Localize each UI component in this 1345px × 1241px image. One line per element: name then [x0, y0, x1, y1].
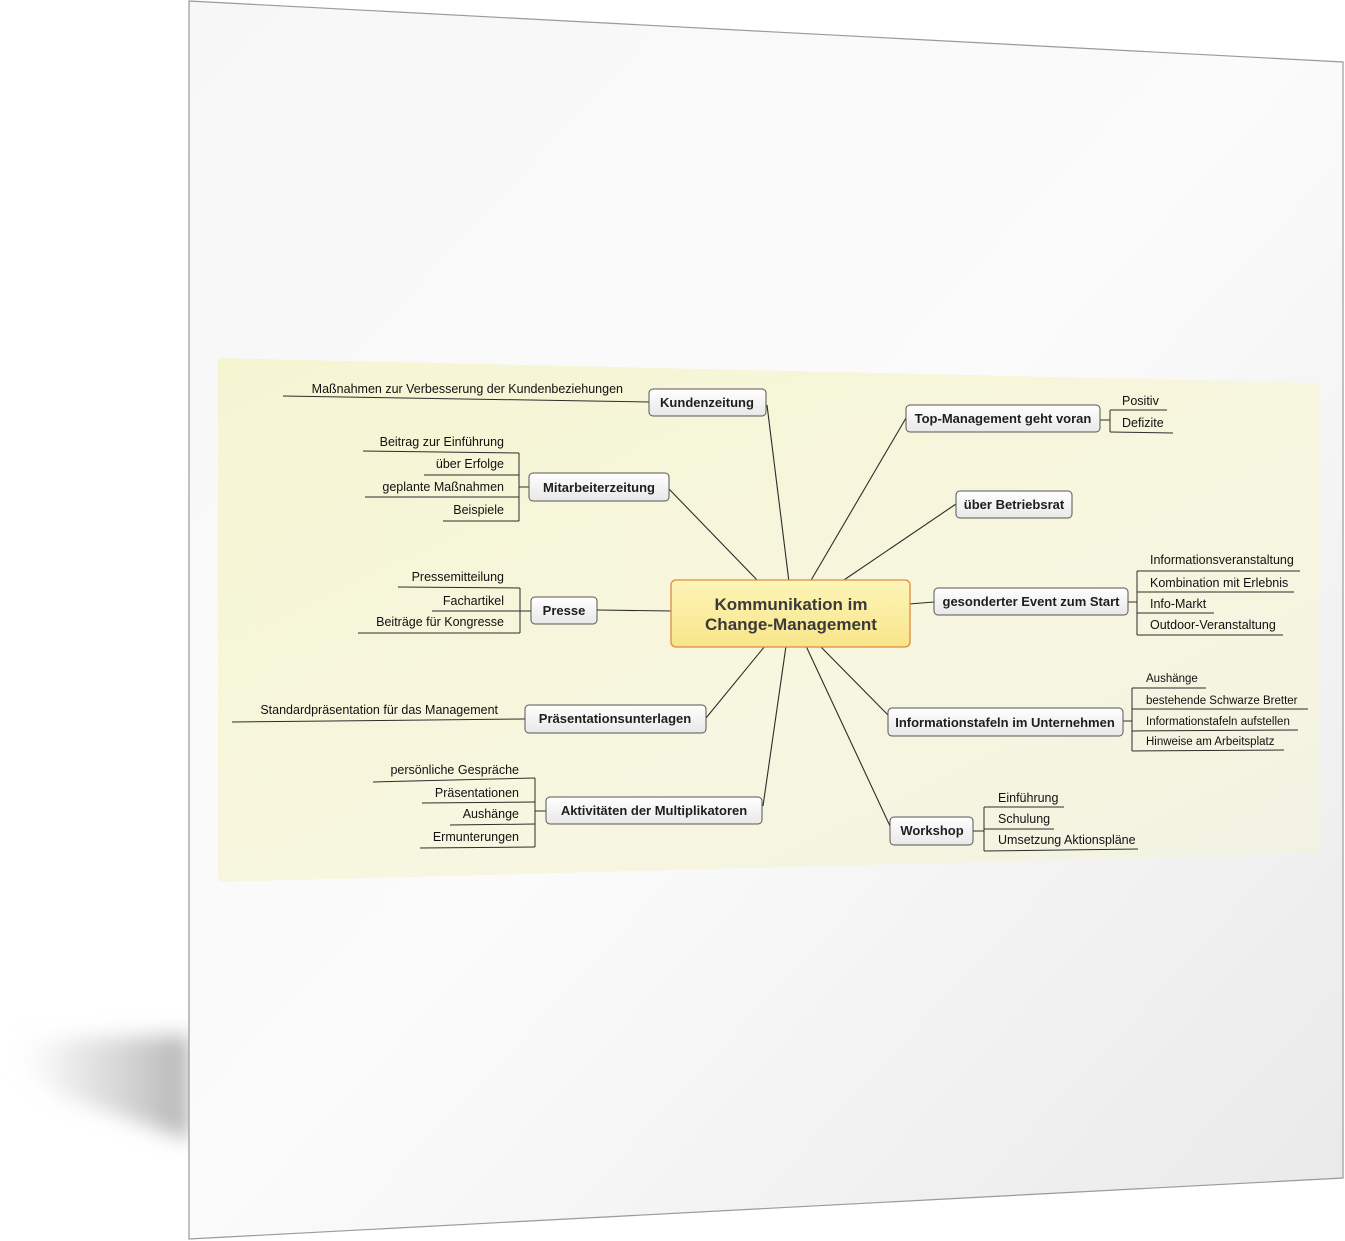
leaf-item[interactable]: Schulung [998, 812, 1050, 826]
branch-label: Kundenzeitung [660, 395, 754, 410]
branch-label: gesonderter Event zum Start [943, 594, 1121, 609]
branch-label: Aktivitäten der Multiplikatoren [561, 803, 747, 818]
branch-label: Mitarbeiterzeitung [543, 480, 655, 495]
leaf-item[interactable]: Umsetzung Aktionspläne [998, 833, 1136, 847]
leaf-item[interactable]: Maßnahmen zur Verbesserung der Kundenbez… [312, 382, 623, 396]
branch-top-management[interactable]: Top-Management geht voran [905, 404, 1101, 433]
leaf-item[interactable]: Kombination mit Erlebnis [1150, 576, 1288, 590]
leaves-top-management: Positiv Defizite [1122, 394, 1164, 430]
branch-praesentationsunterlagen[interactable]: Präsentationsunterlagen [524, 704, 707, 734]
leaves-informationstafeln: Aushänge bestehende Schwarze Bretter Inf… [1146, 673, 1298, 748]
leaves-presse: Pressemitteilung Fachartikel Beiträge fü… [376, 570, 504, 629]
leaf-item[interactable]: Info-Markt [1150, 597, 1207, 611]
branch-workshop[interactable]: Workshop [889, 816, 974, 846]
leaf-item[interactable]: persönliche Gespräche [390, 763, 519, 777]
leaves-event: Informationsveranstaltung Kombination mi… [1150, 553, 1294, 632]
leaf-item[interactable]: Aushänge [1146, 673, 1198, 685]
leaf-item[interactable]: Beiträge für Kongresse [376, 615, 504, 629]
branch-event[interactable]: gesonderter Event zum Start [933, 587, 1129, 616]
branch-informationstafeln[interactable]: Informationstafeln im Unternehmen [887, 707, 1124, 737]
branch-label: Top-Management geht voran [915, 411, 1092, 426]
leaf-item[interactable]: Präsentationen [435, 786, 519, 800]
leaf-item[interactable]: Outdoor-Veranstaltung [1150, 618, 1276, 632]
leaf-item[interactable]: bestehende Schwarze Bretter [1146, 695, 1298, 707]
branch-betriebsrat[interactable]: über Betriebsrat [955, 490, 1073, 519]
branch-label: Workshop [900, 823, 963, 838]
leaves-multiplikatoren: persönliche Gespräche Präsentationen Aus… [390, 763, 519, 844]
leaf-item[interactable]: Pressemitteilung [412, 570, 504, 584]
connectors [231, 395, 1308, 852]
branch-presse[interactable]: Presse [530, 596, 598, 625]
branch-multiplikatoren[interactable]: Aktivitäten der Multiplikatoren [545, 796, 763, 825]
leaf-item[interactable]: Defizite [1122, 416, 1164, 430]
leaf-item[interactable]: Informationsveranstaltung [1150, 553, 1294, 567]
leaf-item[interactable]: Hinweise am Arbeitsplatz [1146, 736, 1275, 748]
leaf-item[interactable]: Informationstafeln aufstellen [1146, 716, 1290, 728]
branch-label: Informationstafeln im Unternehmen [895, 715, 1115, 730]
leaf-item[interactable]: Beitrag zur Einführung [380, 435, 504, 449]
branch-mitarbeiterzeitung[interactable]: Mitarbeiterzeitung [528, 472, 670, 502]
leaves-workshop: Einführung Schulung Umsetzung Aktionsplä… [998, 791, 1136, 847]
branch-kundenzeitung[interactable]: Kundenzeitung [648, 388, 767, 417]
leaf-item[interactable]: Aushänge [463, 807, 519, 821]
leaf-item[interactable]: Einführung [998, 791, 1059, 805]
central-topic-line2: Change-Management [705, 615, 877, 634]
leaf-item[interactable]: Fachartikel [443, 594, 504, 608]
leaves-praesentation: Standardpräsentation für das Management [260, 703, 498, 717]
page-shadow [0, 1035, 190, 1140]
leaf-item[interactable]: Positiv [1122, 394, 1160, 408]
central-topic[interactable]: Kommunikation im Change-Management [670, 579, 911, 648]
leaf-item[interactable]: über Erfolge [436, 457, 504, 471]
leaf-item[interactable]: Beispiele [453, 503, 504, 517]
leaf-item[interactable]: geplante Maßnahmen [382, 480, 504, 494]
leaf-item[interactable]: Ermunterungen [433, 830, 519, 844]
branch-label: über Betriebsrat [964, 497, 1065, 512]
branch-label: Presse [543, 603, 586, 618]
central-topic-line1: Kommunikation im [714, 595, 867, 614]
branch-label: Präsentationsunterlagen [539, 711, 691, 726]
leaves-kundenzeitung: Maßnahmen zur Verbesserung der Kundenbez… [312, 382, 623, 396]
leaves-mitarbeiterzeitung: Beitrag zur Einführung über Erfolge gepl… [380, 435, 504, 517]
leaf-item[interactable]: Standardpräsentation für das Management [260, 703, 498, 717]
